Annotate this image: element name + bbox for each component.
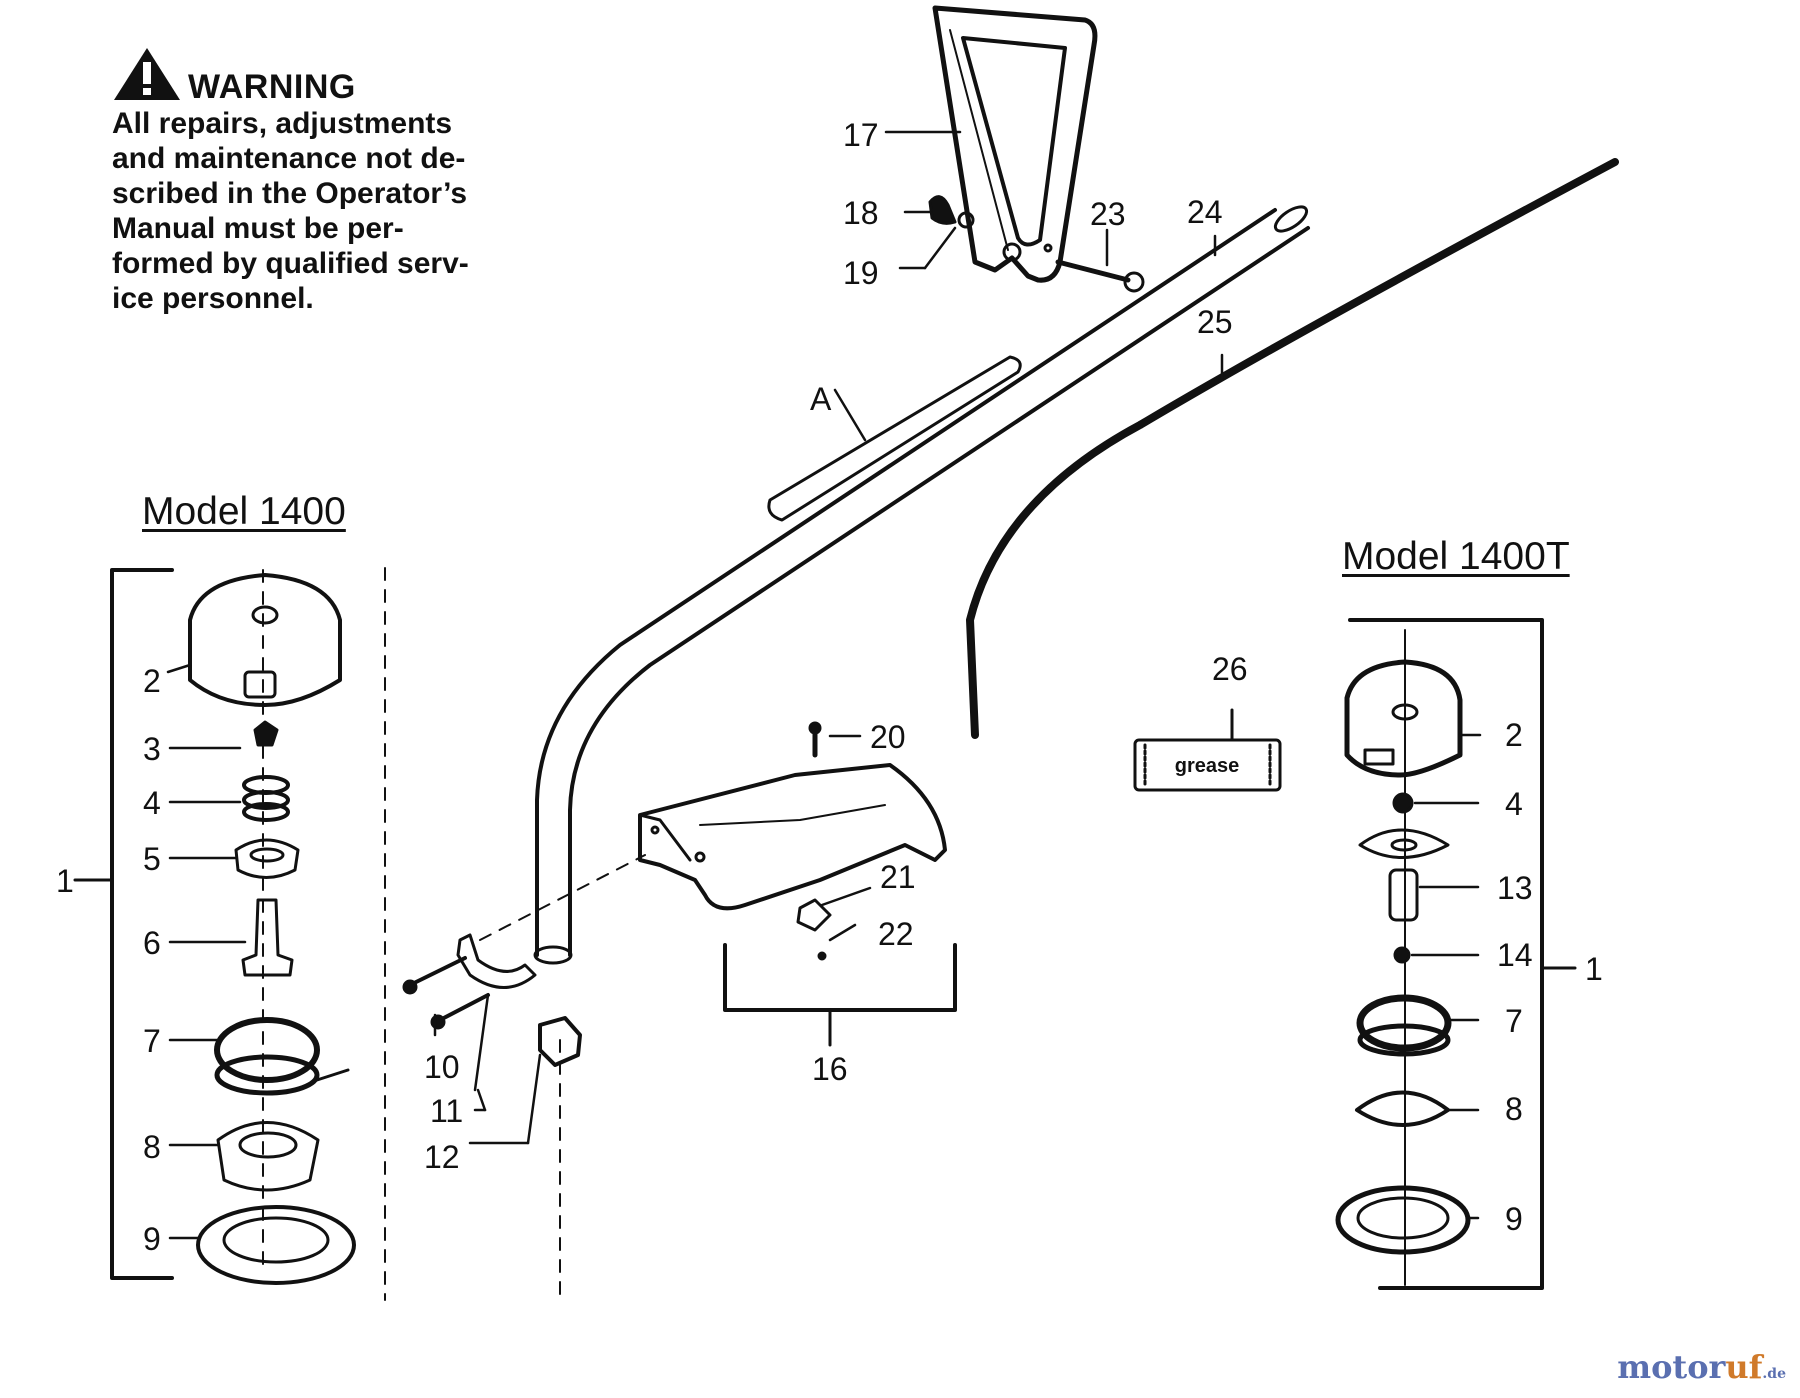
nut-part bbox=[538, 1016, 582, 1067]
watermark: motoruf.de bbox=[1617, 1348, 1786, 1386]
callout-right-7: 7 bbox=[1505, 1003, 1523, 1039]
decal-part bbox=[767, 355, 1022, 522]
watermark-part: uf bbox=[1725, 1348, 1763, 1386]
knob-part bbox=[928, 195, 975, 229]
warning-icon bbox=[114, 48, 180, 100]
callout-20: 20 bbox=[870, 719, 906, 755]
right-parts-stack bbox=[1335, 659, 1471, 1255]
callout-left-7: 7 bbox=[143, 1023, 161, 1059]
callout-10: 10 bbox=[424, 1049, 460, 1085]
warning-line: Manual must be per- bbox=[112, 212, 404, 245]
bolt-part bbox=[1055, 259, 1145, 293]
callout-right-8: 8 bbox=[1505, 1091, 1523, 1127]
callout-23: 23 bbox=[1090, 196, 1126, 232]
warning-line: scribed in the Operator’s bbox=[112, 177, 468, 210]
callout-12: 12 bbox=[424, 1139, 460, 1175]
callout-21: 21 bbox=[880, 859, 916, 895]
watermark-part: motor bbox=[1617, 1348, 1726, 1386]
callout-18: 18 bbox=[843, 195, 879, 231]
grease-packet-part bbox=[1133, 708, 1282, 792]
callout-left-9: 9 bbox=[143, 1221, 161, 1257]
watermark-part: .de bbox=[1762, 1366, 1786, 1382]
callout-right-13: 13 bbox=[1497, 870, 1533, 906]
clamp-part bbox=[402, 933, 537, 1030]
warning-line: formed by qualified serv- bbox=[112, 247, 469, 280]
callout-22: 22 bbox=[878, 916, 914, 952]
callout-24: 24 bbox=[1187, 194, 1223, 230]
flex-cable-part bbox=[966, 158, 1619, 739]
callout-17: 17 bbox=[843, 117, 879, 153]
handle-part bbox=[932, 5, 1098, 283]
model-title-left: Model 1400 bbox=[142, 490, 346, 533]
warning-text: All repairs, adjustments and maintenance… bbox=[112, 106, 502, 316]
shaft-tube-part bbox=[533, 205, 1310, 965]
callout-left-6: 6 bbox=[143, 925, 161, 961]
warning-line: and maintenance not de- bbox=[112, 142, 466, 175]
callout-right-14: 14 bbox=[1497, 937, 1533, 973]
callout-left-2: 2 bbox=[143, 663, 161, 699]
callout-19: 19 bbox=[843, 255, 879, 291]
warning-line: All repairs, adjustments bbox=[112, 107, 453, 140]
callout-right-4: 4 bbox=[1505, 786, 1523, 822]
callout-right-2: 2 bbox=[1505, 717, 1523, 753]
callout-left-1: 1 bbox=[56, 863, 74, 899]
callout-11: 11 bbox=[430, 1093, 463, 1129]
warning-line: ice personnel. bbox=[112, 282, 314, 315]
warning-title: WARNING bbox=[188, 68, 356, 106]
callout-16: 16 bbox=[812, 1051, 848, 1087]
callout-26: 26 bbox=[1212, 651, 1248, 687]
callout-A: A bbox=[810, 381, 832, 417]
left-parts-stack bbox=[188, 573, 356, 1285]
shield-part bbox=[638, 721, 947, 961]
grease-label: grease bbox=[1175, 755, 1240, 777]
callout-right-9: 9 bbox=[1505, 1201, 1523, 1237]
model-title-right: Model 1400T bbox=[1342, 535, 1570, 578]
callout-right-1: 1 bbox=[1585, 951, 1603, 987]
callout-left-5: 5 bbox=[143, 841, 161, 877]
callout-25: 25 bbox=[1197, 304, 1233, 340]
callout-left-3: 3 bbox=[143, 731, 161, 767]
callout-left-8: 8 bbox=[143, 1129, 161, 1165]
callout-left-4: 4 bbox=[143, 785, 161, 821]
